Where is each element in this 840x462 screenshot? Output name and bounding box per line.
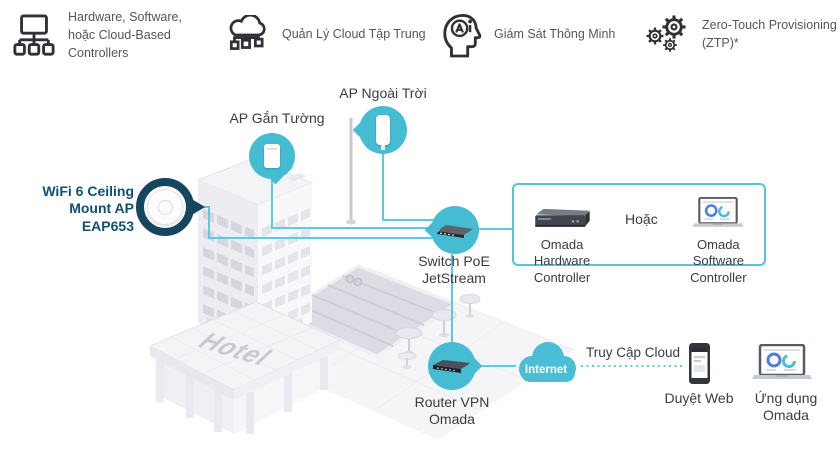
outdoor-ap-label: AP Ngoài Trời bbox=[339, 85, 427, 101]
omada-controller-box: Omada Hardware Controller Hoặc Omada Sof… bbox=[512, 183, 766, 285]
feature-cloud-management: Quản Lý Cloud Tập Trung bbox=[224, 15, 426, 55]
switch-label: Switch PoE JetStream bbox=[418, 253, 490, 287]
internet-cloud bbox=[519, 342, 576, 382]
controllers-icon bbox=[13, 14, 55, 56]
feature-ai-monitoring: Giám Sát Thông Minh bbox=[440, 11, 615, 59]
wall-ap-label: AP Gắn Tường bbox=[229, 110, 325, 126]
ceiling-ap-device-icon bbox=[147, 189, 183, 225]
hardware-controller-option: Omada Hardware Controller bbox=[514, 195, 610, 286]
wall-ap-device-icon bbox=[264, 144, 280, 168]
cloud-management-icon bbox=[229, 15, 266, 50]
hardware-controller-icon bbox=[535, 208, 590, 227]
wall-ap-node bbox=[249, 133, 295, 179]
connection-lines bbox=[204, 154, 684, 367]
hardware-controller-label: Omada Hardware Controller bbox=[533, 237, 591, 285]
smartphone-icon bbox=[689, 343, 710, 384]
ceiling-ap-node bbox=[136, 178, 194, 236]
outdoor-ap-pole bbox=[346, 118, 356, 225]
phone-endpoint bbox=[688, 342, 712, 391]
router-node bbox=[428, 342, 476, 390]
feature-cloud-management-label: Quản Lý Cloud Tập Trung bbox=[282, 27, 426, 42]
cloud-access-label: Truy Cập Cloud bbox=[585, 345, 681, 360]
feature-ai-monitoring-label: Giám Sát Thông Minh bbox=[494, 27, 616, 42]
omada-app-label: Ứng dụng Omada bbox=[754, 390, 818, 424]
feature-controllers-label: Hardware, Software, hoặc Cloud-Based Con… bbox=[68, 10, 182, 60]
web-browse-label: Duyệt Web bbox=[664, 390, 734, 406]
router-label: Router VPN Omada bbox=[414, 394, 490, 428]
outdoor-ap-node bbox=[359, 106, 407, 154]
outdoor-ap-device-icon bbox=[376, 115, 390, 150]
switch-device-icon bbox=[437, 225, 473, 238]
laptop-endpoint bbox=[752, 343, 812, 389]
router-device-icon bbox=[433, 360, 471, 373]
feature-ztp: Zero-Touch Provisioning (ZTP)* bbox=[644, 13, 837, 57]
feature-ztp-label: Zero-Touch Provisioning (ZTP)* bbox=[702, 18, 837, 50]
internet-label: Internet bbox=[524, 364, 568, 376]
software-controller-laptop-icon bbox=[692, 197, 744, 227]
pool-ladder bbox=[345, 274, 363, 287]
ceiling-ap-logo bbox=[157, 199, 173, 215]
ai-monitoring-icon bbox=[443, 14, 482, 58]
or-label: Hoặc bbox=[625, 211, 658, 227]
software-controller-option: Omada Software Controller bbox=[673, 195, 764, 286]
omada-app-laptop-icon bbox=[752, 343, 812, 379]
hotel-podium: Hotel bbox=[148, 301, 342, 434]
feature-controllers: Hardware, Software, hoặc Cloud-Based Con… bbox=[12, 9, 182, 62]
ceiling-ap-label: WiFi 6 Ceiling Mount AP EAP653 bbox=[42, 183, 134, 234]
switch-node bbox=[431, 206, 479, 254]
software-controller-label: Omada Software Controller bbox=[690, 237, 747, 285]
